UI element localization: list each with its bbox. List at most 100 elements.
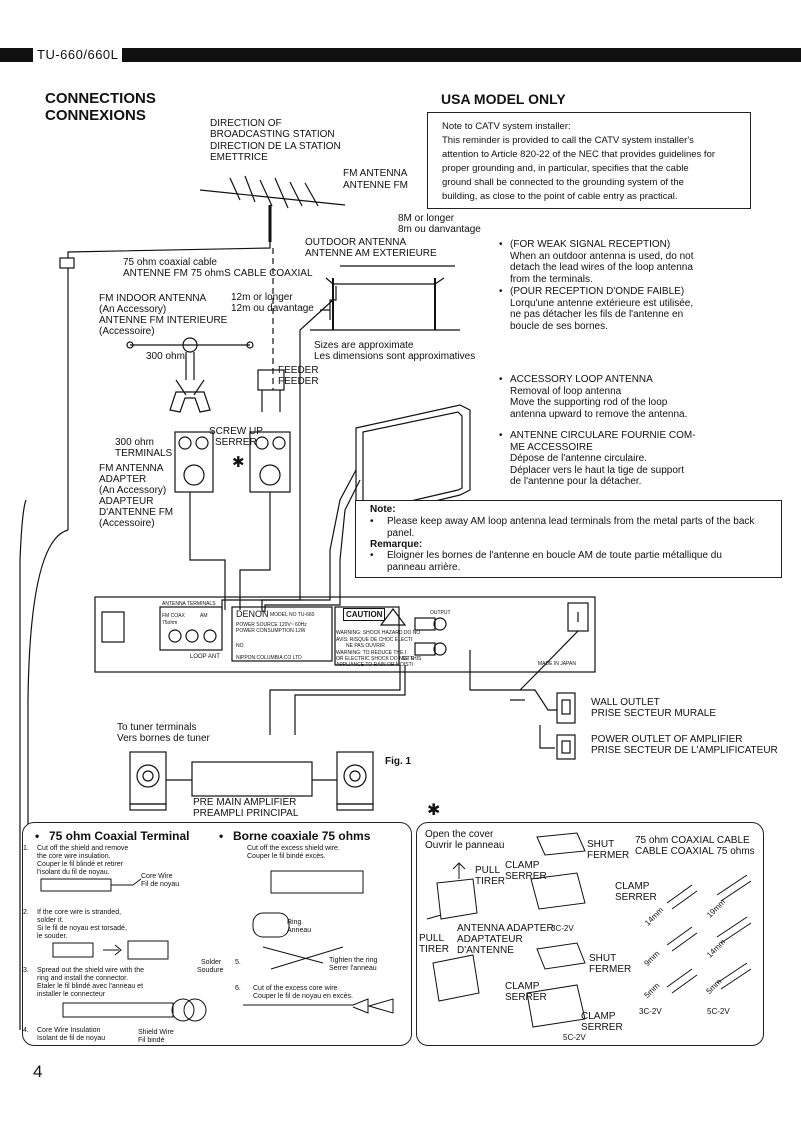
tirer-label-2: TIRER xyxy=(419,944,449,955)
step-1-line-2: the core wire insulation. xyxy=(37,853,111,860)
shut-label-1: SHUT xyxy=(587,839,615,850)
fm-indoor-label-4: (Accessoire) xyxy=(99,326,155,337)
adapter-3c2v-label: 3C-2V xyxy=(551,924,574,933)
note-line-1: Please keep away AM loop antenna lead te… xyxy=(387,516,755,527)
catv-note-box: Note to CATV system installer: This remi… xyxy=(427,112,751,209)
coax-steps-illustrations xyxy=(40,870,394,1022)
step-r-line-1: Cut off the excess shield wire. xyxy=(247,845,340,852)
direction-label-2: BROADCASTING STATION xyxy=(210,129,335,140)
warning-line-4: WARNING: TO REDUCE THE I xyxy=(336,650,407,656)
adapter-label-2: ADAPTER xyxy=(99,474,147,485)
feeder-label: FEEDER xyxy=(278,365,319,376)
clamp-label-2: CLAMP xyxy=(615,881,650,892)
step-1-line-4: l'isolant du fil de noyau. xyxy=(37,869,110,876)
serrer-anneau-label: Serrer l'anneau xyxy=(329,965,377,972)
catv-line-1: Note to CATV system installer: xyxy=(442,121,571,132)
step-1-number: 1. xyxy=(23,845,29,852)
coax-bullet-1: • xyxy=(35,829,40,843)
onde-faible-line-2: ne pas détacher les fils de l'antenne en xyxy=(510,309,684,320)
tighten-ring-label: Tighten the ring xyxy=(329,957,378,964)
shut-label-2: SHUT xyxy=(589,953,617,964)
screw-up-label: SCREW UP xyxy=(209,426,263,437)
step-3-line-3: Etaler le fil blindé avec l'anneau et xyxy=(37,983,144,990)
fm-indoor-label-2: (An Accessory) xyxy=(99,304,167,315)
antenne-circulaire-bullet: • ANTENNE CIRCULARE FOURNIE COM- ME ACCE… xyxy=(499,430,696,488)
onde-faible-line-3: boucle de ses bornes. xyxy=(510,320,608,332)
serrer-label-1: SERRER xyxy=(505,871,547,882)
output-label: OUTPUT xyxy=(430,610,451,616)
clamp-label-3: CLAMP xyxy=(505,981,540,992)
coax-heading-fr: Borne coaxiale 75 ohms xyxy=(233,829,371,843)
catv-line-6: building, as close to the point of cable… xyxy=(442,191,678,202)
coax-cable-spec-label: 75 ohm COAXIAL CABLE xyxy=(635,835,750,846)
weak-signal-title: (FOR WEAK SIGNAL RECEPTION) xyxy=(510,239,671,250)
catv-line-5: ground shall be connected to the groundi… xyxy=(442,177,684,188)
loop-ant-label: LOOP ANT xyxy=(190,654,220,660)
length-12m-fr-label: 12m ou davantage xyxy=(231,303,314,314)
step-3-number: 3. xyxy=(23,967,29,974)
serrer-label-2: SERRER xyxy=(615,892,657,903)
step-3-line-4: installer le connecteur xyxy=(37,991,106,998)
serial-no-label: NO xyxy=(236,643,244,649)
step-4-line-1: Core Wire Insulation xyxy=(37,1027,101,1034)
antenne-am-ext-label: ANTENNE AM EXTERIEURE xyxy=(305,248,437,259)
core-wire-label: Core Wire xyxy=(141,873,173,880)
adapter-label-4: ADAPTEUR xyxy=(99,496,154,507)
shield-wire-fr-label: Fil bindé xyxy=(138,1037,165,1044)
bullet-dot: • xyxy=(499,286,503,297)
antenne-circulaire-title-2: ME ACCESSOIRE xyxy=(510,441,593,453)
step-6-line-1: Cut of the excess core wire xyxy=(253,985,338,992)
length-8m-fr-label: 8m ou danvantage xyxy=(398,224,481,235)
fm-antenna-label: FM ANTENNA xyxy=(343,168,408,179)
fermer-label-1: FERMER xyxy=(587,850,630,861)
terminals-300-label: 300 ohm xyxy=(115,437,154,448)
remarque-bullet: • xyxy=(370,550,374,561)
onde-faible-title: (POUR RECEPTION D'ONDE FAIBLE) xyxy=(510,286,685,297)
step-2-line-4: le souder. xyxy=(37,933,68,940)
core-wire-fr-label: Fil de noyau xyxy=(141,881,180,888)
power-outlet-fr-label: PRISE SECTEUR DE L'AMPLIFICATEUR xyxy=(591,745,778,756)
step-1-line-1: Cut off the shield and remove xyxy=(37,845,129,852)
onde-faible-bullet: • (POUR RECEPTION D'ONDE FAIBLE) Lorqu'u… xyxy=(499,286,693,332)
ouvrir-panneau-label: Ouvrir le panneau xyxy=(425,840,505,851)
tirer-label-1: TIRER xyxy=(475,876,505,887)
bullet-dot: • xyxy=(499,239,503,250)
brand-label: DENON xyxy=(236,609,269,619)
step-5-number: 5. xyxy=(235,959,241,966)
note-box: Note: • Please keep away AM loop antenna… xyxy=(355,500,782,578)
fm-coax-label: FM COAX xyxy=(162,613,185,619)
pull-label-1: PULL xyxy=(475,865,501,876)
asterisk-mark: ✱ xyxy=(232,454,245,471)
serrer-label-4: SERRER xyxy=(581,1022,623,1033)
power-outlet-label: POWER OUTLET OF AMPLIFIER xyxy=(591,734,743,745)
antenne-circulaire-line-3: de l'antenne pour la détacher. xyxy=(510,476,642,487)
anneau-label: Anneau xyxy=(287,927,312,934)
feeder-fr-label: FEEDER xyxy=(278,376,319,387)
accessory-loop-line-1: Removal of loop antenna xyxy=(510,385,622,397)
remarque-heading: Remarque: xyxy=(370,539,423,550)
wall-outlet-label: WALL OUTLET xyxy=(591,697,660,708)
clamp-label-1: CLAMP xyxy=(505,860,540,871)
warning-line-6: APPLIANCE TO RAIN OR MOISTI xyxy=(336,662,414,668)
fm-indoor-label-3: ANTENNE FM INTERIEURE xyxy=(99,315,228,326)
serrer-label-3: SERRER xyxy=(505,992,547,1003)
adapter-5c2v-label: 5C-2V xyxy=(563,1033,586,1042)
coax-heading-en: 75 ohm Coaxial Terminal xyxy=(49,829,190,843)
step-2-line-3: Si le fil de noyau est torsadé, xyxy=(37,925,127,932)
step-2-line-1: If the core wire is stranded, xyxy=(37,909,122,916)
soudure-label: Soudure xyxy=(197,967,224,974)
to-tuner-fr-label: Vers bornes de tuner xyxy=(117,733,210,744)
power-consumption-label: POWER CONSUMPTION 12W xyxy=(236,628,306,634)
page-number: 4 xyxy=(33,1062,43,1081)
adaptateur-label: ADAPTATEUR xyxy=(457,934,523,945)
antenne-circulaire-title-1: ANTENNE CIRCULARE FOURNIE COM- xyxy=(510,430,696,441)
fermer-label-2: FERMER xyxy=(589,964,632,975)
warning-line-2: AVIS: RISQUE DE CHOC ELECTI xyxy=(336,637,413,643)
step-3-line-2: ring and install the connector. xyxy=(37,975,129,982)
catv-line-2: This reminder is provided to call the CA… xyxy=(442,135,694,146)
step-4-number: 4. xyxy=(23,1027,29,1034)
weak-signal-line-3: from the terminals. xyxy=(510,273,593,285)
title-usa-model: USA MODEL ONLY xyxy=(441,91,566,107)
adapter-illustrations xyxy=(426,832,752,1028)
